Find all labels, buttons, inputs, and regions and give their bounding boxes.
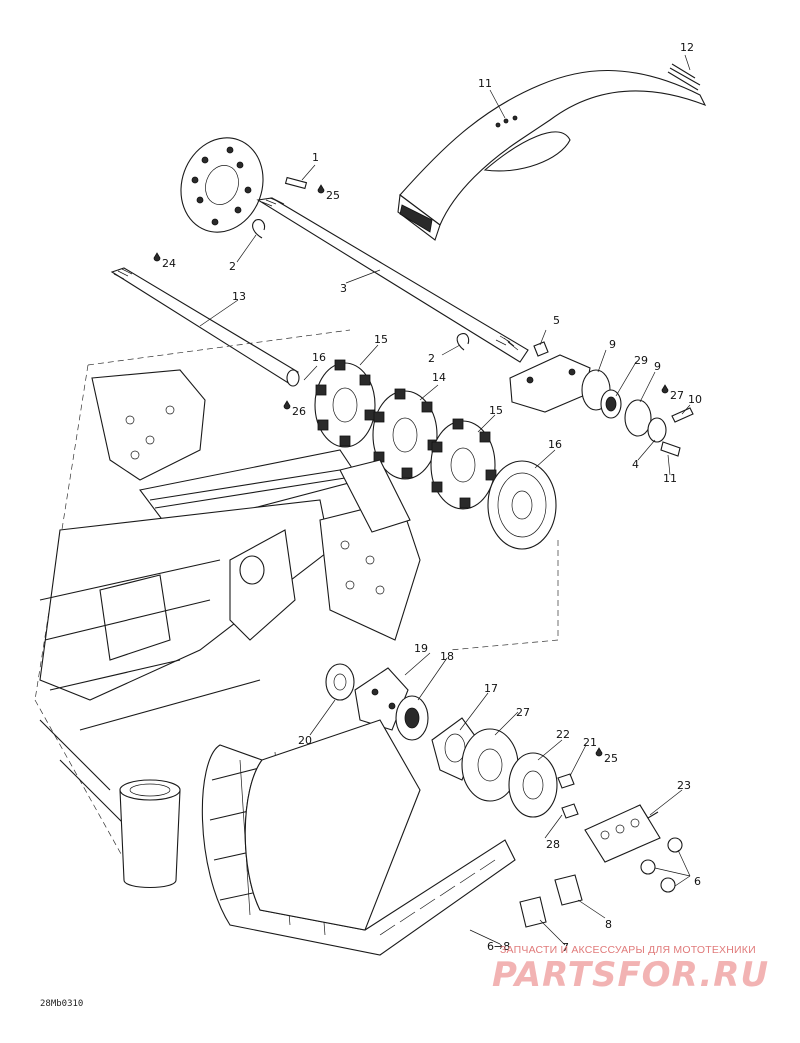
callout-15-lower: 15 xyxy=(489,404,503,417)
watermark-logo: PARTSFOR.RU xyxy=(492,955,770,995)
circlip-lower xyxy=(456,333,470,351)
sprocket-16-upper xyxy=(314,359,376,448)
callout-27-left: 26 xyxy=(292,405,306,418)
drive-axle xyxy=(256,197,529,363)
document-code: 28Mb0310 xyxy=(40,999,84,1009)
adhesive-drop-icon xyxy=(595,747,603,757)
circlip-upper xyxy=(252,219,266,239)
slider-8 xyxy=(554,874,583,906)
adhesive-drop-icon xyxy=(153,252,161,262)
callout-labels: 1 2 2 3 4 5 6 6→8 7 8 9 9 10 11 11 12 13… xyxy=(153,41,702,954)
callout-23: 22 xyxy=(556,728,570,741)
callout-5: 5 xyxy=(553,314,560,327)
callout-8: 8 xyxy=(605,918,612,931)
key-part xyxy=(284,176,308,190)
callout-3: 3 xyxy=(340,282,347,295)
callout-21: 20 xyxy=(298,734,312,747)
callout-27-right: 27 xyxy=(670,389,684,402)
callout-6-8: 6→8 xyxy=(487,940,510,953)
callout-15-upper: 14 xyxy=(432,371,446,384)
callout-12: 11 xyxy=(478,77,492,90)
adhesive-drop-icon xyxy=(661,384,669,394)
callout-26: 25 xyxy=(326,189,340,202)
callout-16-lower: 16 xyxy=(548,438,562,451)
callout-17: 16 xyxy=(312,351,326,364)
adhesive-drop-icon xyxy=(317,184,325,194)
callout-13: 12 xyxy=(680,41,694,54)
callout-1: 1 xyxy=(312,151,319,164)
track xyxy=(201,719,516,956)
callout-25-upper-group: 24 xyxy=(153,252,176,270)
leader-lines xyxy=(199,54,691,946)
snow-flap xyxy=(397,63,707,241)
callout-19: 18 xyxy=(440,650,454,663)
callout-9-right: 9 xyxy=(654,360,661,373)
callout-6: 6 xyxy=(694,875,701,888)
callout-22: 21 xyxy=(583,736,597,749)
callout-2-upper: 2 xyxy=(229,260,236,273)
callout-10: 29 xyxy=(634,354,648,367)
brake-disc xyxy=(180,137,264,233)
callout-2-lower: 2 xyxy=(428,352,435,365)
callout-25-upper: 24 xyxy=(162,257,176,270)
callout-24: 23 xyxy=(677,779,691,792)
slider-7 xyxy=(519,896,547,928)
callout-16-upper: 15 xyxy=(374,333,388,346)
callout-9-left: 9 xyxy=(609,338,616,351)
callout-14: 13 xyxy=(232,290,246,303)
callout-25-lower: 25 xyxy=(604,752,618,765)
callout-25-lower-group: 25 xyxy=(595,747,618,765)
callout-27-left-group: 26 xyxy=(283,400,306,418)
callout-27-right-group: 27 xyxy=(661,384,684,402)
callout-26-group: 25 xyxy=(317,184,340,202)
driven-axle xyxy=(110,267,300,387)
adhesive-drop-icon xyxy=(283,400,291,410)
callout-4: 4 xyxy=(632,458,639,471)
watermark-caption: ЗАПЧАСТИ И АКСЕССУАРЫ ДЛЯ МОТОТЕХНИКИ xyxy=(500,944,756,956)
callout-7: 7 xyxy=(562,941,569,954)
sprocket-15-lower xyxy=(430,418,497,510)
callout-11-upper: 10 xyxy=(688,393,702,406)
callout-11-lower: 11 xyxy=(663,472,677,485)
callout-28: 27 xyxy=(516,706,530,719)
idler-assembly xyxy=(325,663,579,819)
bearing-housing xyxy=(509,341,694,457)
bracket-24 xyxy=(584,804,683,893)
callout-20: 19 xyxy=(414,642,428,655)
chassis-frame xyxy=(34,329,559,888)
sprocket-16-lower xyxy=(487,460,557,550)
callout-29: 28 xyxy=(546,838,560,851)
callout-18: 17 xyxy=(484,682,498,695)
